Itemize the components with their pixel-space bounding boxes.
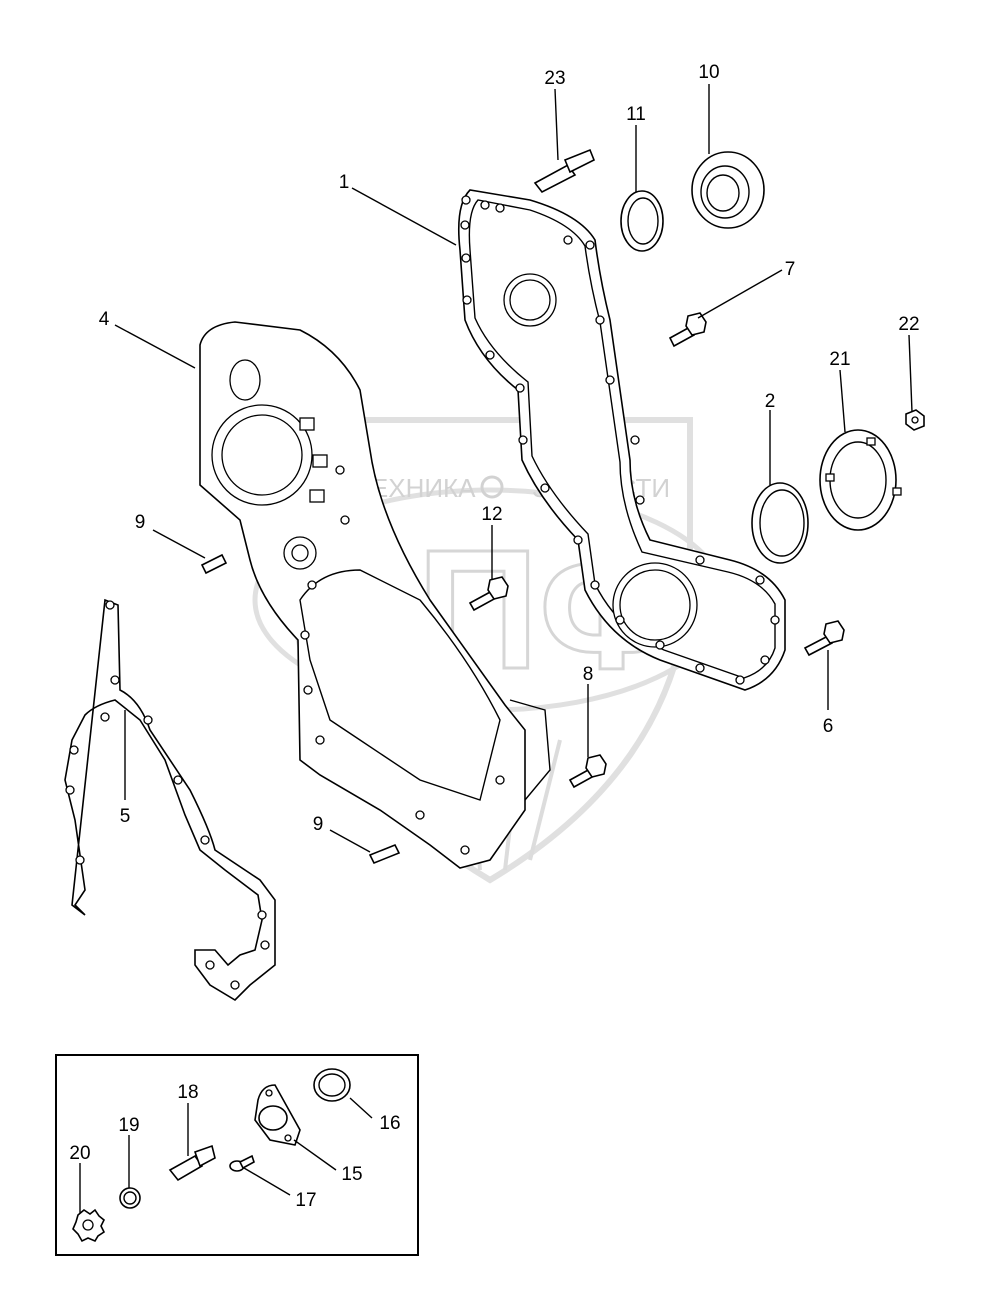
callout-20: 20: [69, 1143, 90, 1164]
callout-12: 12: [481, 504, 502, 525]
callout-6: 6: [823, 716, 834, 737]
inset-panel: [55, 1054, 419, 1256]
part-22-nut: [905, 409, 925, 431]
part-9-dowel-pin-lower: [368, 843, 401, 865]
callout-8: 8: [583, 664, 594, 685]
callout-17: 17: [295, 1190, 316, 1211]
part-6-bolt: [803, 620, 845, 657]
part-21-seal-flange: [819, 429, 902, 531]
callout-4: 4: [99, 309, 110, 330]
callout-2: 2: [765, 391, 776, 412]
part-11-seal-ring: [620, 190, 664, 252]
callout-18: 18: [177, 1082, 198, 1103]
part-18-plug: [168, 1144, 216, 1182]
part-20-lock-washer: [72, 1208, 106, 1243]
part-15-cover-plate: [254, 1084, 301, 1146]
callout-5: 5: [120, 806, 131, 827]
gasket-bolt-holes: [460, 195, 780, 685]
callout-10: 10: [698, 62, 719, 83]
callout-16: 16: [379, 1113, 400, 1134]
part-5-lower-gasket: [64, 598, 276, 1002]
callout-11: 11: [626, 104, 646, 125]
callout-9-lower: 9: [313, 814, 324, 835]
housing-bolt-holes: [300, 465, 505, 855]
part-16-o-ring: [313, 1068, 351, 1102]
part-12-bolt: [468, 576, 509, 612]
callout-22: 22: [898, 314, 919, 335]
part-4-front-cover-housing: [199, 321, 551, 869]
callout-9-upper: 9: [135, 512, 146, 533]
part-8-bolt: [568, 754, 607, 789]
callout-labels: 1 2 4 5 6 7 8 9 9 10 11 12 15 16 17 18 1…: [69, 62, 919, 1211]
callout-21: 21: [829, 349, 850, 370]
callout-7: 7: [785, 259, 796, 280]
watermark-gear-icon: [480, 475, 504, 499]
callout-15: 15: [341, 1164, 362, 1185]
part-7-bolt: [668, 312, 707, 348]
lower-gasket-holes: [65, 600, 270, 990]
leader-lines: [79, 84, 913, 1213]
part-2-oil-seal: [751, 482, 809, 564]
part-10-oil-seal: [691, 151, 765, 229]
callout-19: 19: [118, 1115, 139, 1136]
part-23-stud-bolt: [533, 148, 596, 194]
callout-1: 1: [339, 172, 350, 193]
part-19-washer: [119, 1187, 141, 1209]
callout-23: 23: [544, 68, 565, 89]
part-17-screw: [229, 1154, 255, 1172]
part-9-dowel-pin-upper: [200, 553, 228, 575]
part-1-front-cover-gasket: [457, 189, 786, 691]
